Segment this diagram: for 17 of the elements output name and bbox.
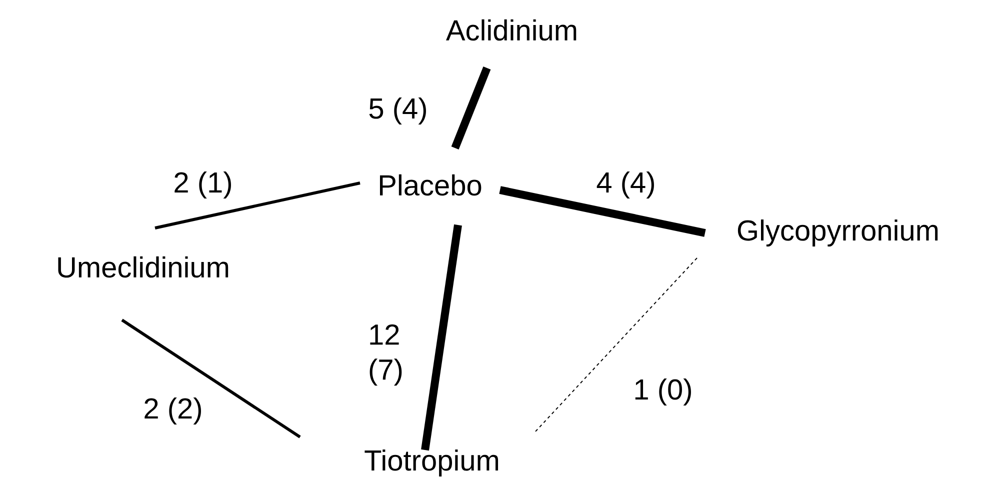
treatment-label: Aclidinium: [446, 19, 576, 41]
edge-label: 4 (4): [595, 170, 657, 200]
treatment-label: Placebo: [380, 174, 482, 196]
edge-label: 2 (2): [142, 396, 204, 426]
comparison-line: [121, 318, 301, 438]
comparison-line: [534, 258, 698, 432]
edge-label: 5 (4): [367, 96, 429, 126]
edge-label: 1 (0): [632, 377, 694, 406]
comparison-line: [499, 186, 706, 237]
comparison-line: [421, 224, 462, 451]
edge-label: 2 (1): [172, 170, 234, 200]
comparison-line: [451, 66, 491, 150]
treatment-label: Umeclidinium: [58, 256, 228, 278]
edge-label: 12 (7): [367, 323, 409, 387]
treatment-label: Tiotropium: [364, 449, 498, 476]
comparison-line: [154, 182, 360, 230]
treatment-label: Glycopyrronium: [738, 219, 938, 247]
